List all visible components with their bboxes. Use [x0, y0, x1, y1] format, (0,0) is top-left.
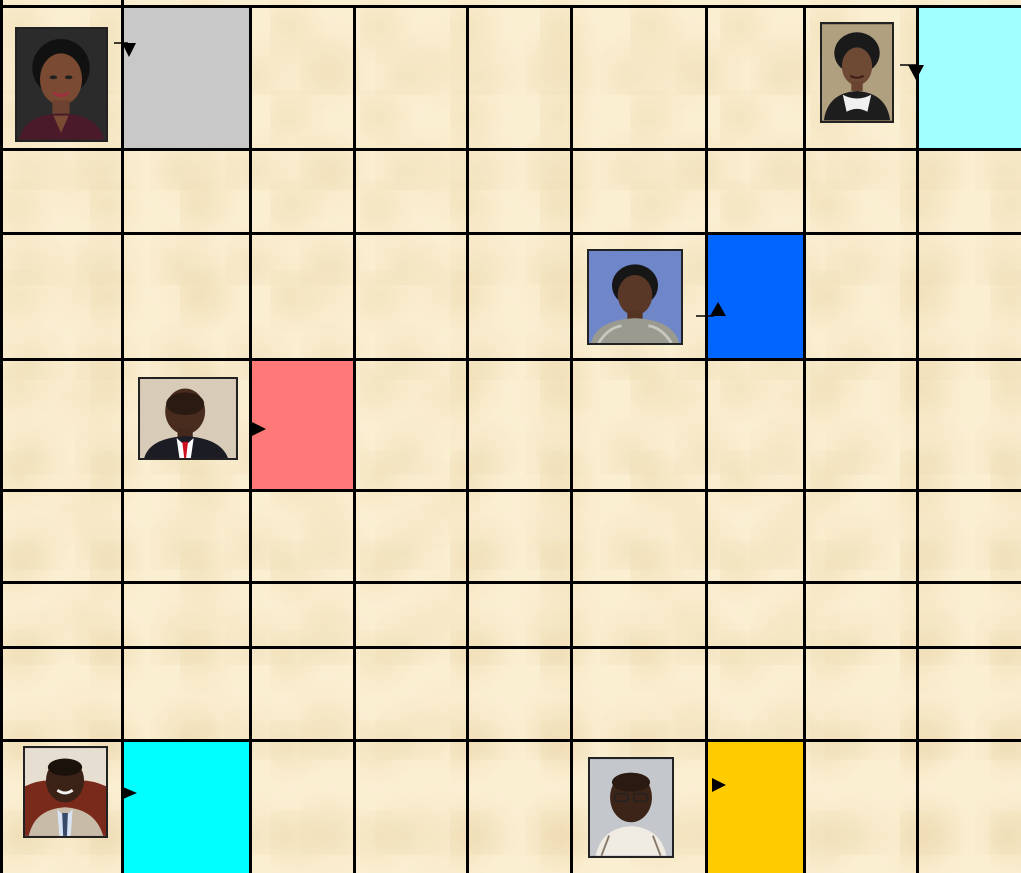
down-arrow-icon: [112, 38, 138, 60]
player-portrait-4[interactable]: [138, 377, 238, 460]
grid-line: [570, 5, 573, 873]
player-portrait-5[interactable]: [23, 746, 108, 838]
woman-portrait-icon: [17, 29, 106, 140]
grid-line: [466, 5, 469, 873]
grey-square[interactable]: [123, 7, 250, 149]
woman-portrait-icon: [589, 251, 681, 343]
right-arrow-icon: [710, 776, 728, 794]
grid-line: [0, 489, 1021, 492]
grid-line: [0, 646, 1021, 649]
player-portrait-1[interactable]: [15, 27, 108, 142]
grid-line: [0, 739, 1021, 742]
gold-square[interactable]: [707, 741, 804, 873]
grid-line: [916, 5, 919, 873]
player-portrait-2[interactable]: [820, 22, 894, 123]
grid-line: [0, 232, 1021, 235]
grid-line: [121, 0, 124, 873]
grid-line: [0, 0, 3, 873]
grid-line: [249, 5, 252, 873]
grid-line: [803, 5, 806, 873]
right-arrow-icon: [122, 785, 138, 801]
player-portrait-6[interactable]: [588, 757, 674, 858]
down-arrow-icon: [898, 60, 926, 82]
grid-line: [0, 5, 1021, 8]
cyan-square[interactable]: [123, 741, 250, 873]
grid-line: [0, 358, 1021, 361]
up-arrow-icon: [694, 300, 728, 320]
blue-square[interactable]: [707, 235, 804, 360]
player-portrait-3[interactable]: [587, 249, 683, 345]
grid-line: [353, 5, 356, 873]
man-portrait-icon: [25, 748, 106, 836]
grid-line: [0, 581, 1021, 584]
grid-line: [705, 5, 708, 873]
woman-portrait-icon: [822, 24, 892, 121]
grid-line: [0, 148, 1021, 151]
man-portrait-icon: [140, 379, 236, 458]
right-arrow-icon: [251, 420, 267, 438]
man-portrait-icon: [590, 759, 672, 856]
light-cyan-square[interactable]: [918, 7, 1021, 149]
